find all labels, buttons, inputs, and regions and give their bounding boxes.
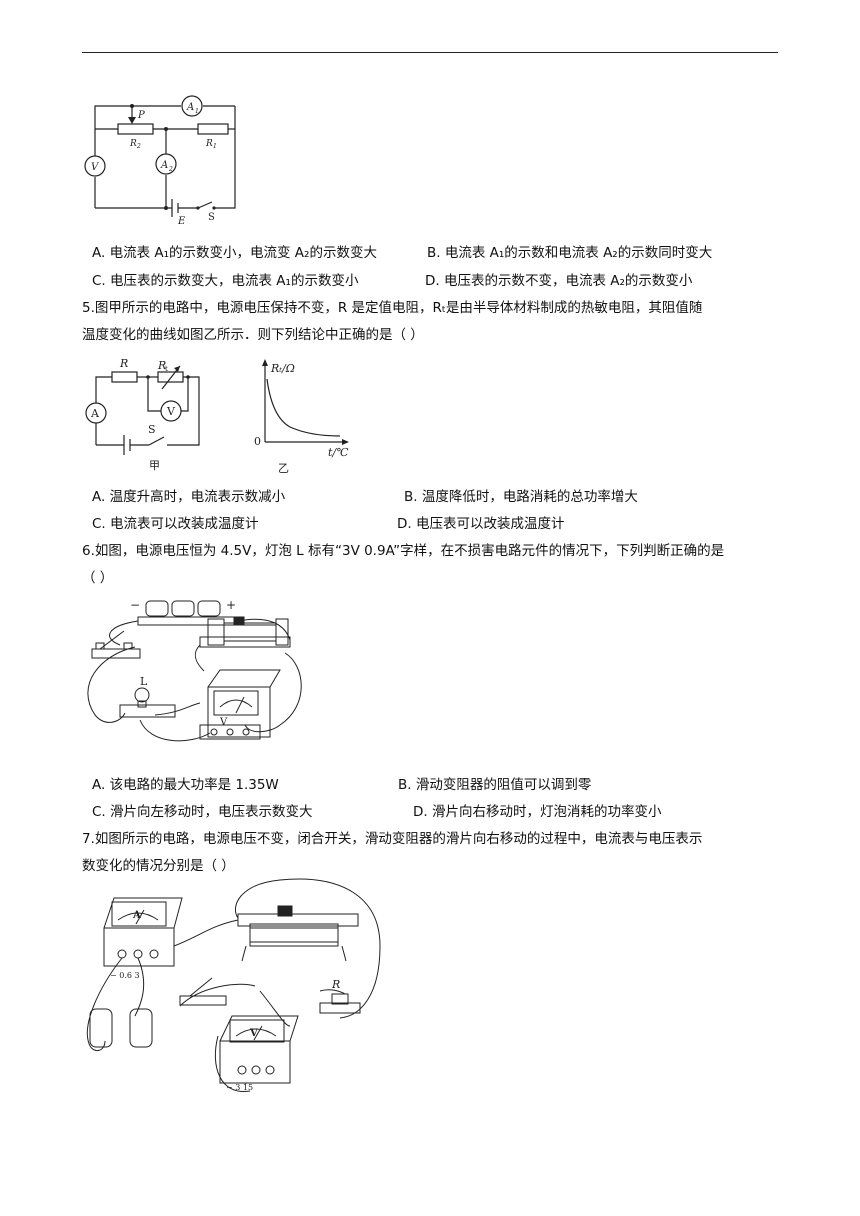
- q5-yi-x-axis-label: t/℃: [328, 446, 349, 459]
- q6-stem-line1: 6.如图，电源电压恒为 4.5V，灯泡 L 标有“3V 0.9A”字样，在不损害…: [82, 543, 725, 559]
- q5-yi-origin-label: 0: [254, 435, 261, 448]
- q4-option-d: D. 电压表的示数不变，电流表 A₂的示数变小: [425, 273, 693, 289]
- q7-resistor-r-label: R: [331, 978, 340, 991]
- q5-jia-rt-sub: t: [165, 365, 168, 373]
- q4-a1-label: A: [186, 102, 194, 113]
- q5-stem-line1: 5.图甲所示的电路中，电源电压保持不变，R 是定值电阻，Rₜ是由半导体材料制成的…: [82, 300, 703, 316]
- q7-stem-line1: 7.如图所示的电路，电源电压不变，闭合开关，滑动变阻器的滑片向右移动的过程中，电…: [82, 831, 703, 847]
- q5-yi-y-axis-label: Rₜ/Ω: [270, 362, 295, 375]
- q7-ammeter-terminals: − 0.6 3: [110, 971, 140, 980]
- q4-a2-sub: 2: [168, 166, 173, 173]
- header-rule: [82, 52, 778, 53]
- q5-jia-switch-label: S: [148, 423, 156, 436]
- q5-jia-ammeter-label: A: [90, 407, 100, 420]
- q6-stem-line2: （ ）: [82, 570, 114, 586]
- q4-battery-e-label: E: [177, 216, 186, 227]
- q7-ammeter-a-label: A: [132, 910, 141, 921]
- q5-option-b: B. 温度降低时，电路消耗的总功率增大: [404, 489, 638, 505]
- q6-option-a: A. 该电路的最大功率是 1.35W: [92, 777, 279, 793]
- q5-jia-caption: 甲: [149, 459, 160, 472]
- q4-switch-s-label: S: [208, 212, 215, 223]
- q6-lamp-l-label: L: [140, 675, 148, 688]
- q5-jia-rt-label: R: [157, 359, 166, 372]
- q4-a1-sub: 1: [195, 108, 199, 115]
- q6-circuit-figure: − + L V: [87, 598, 302, 742]
- q4-r1-sub: 1: [213, 143, 217, 150]
- q6-option-d: D. 滑片向右移动时，灯泡消耗的功率变小: [413, 804, 662, 820]
- q4-circuit-figure: A 1 A 2 V P R 2 R 1 E S: [84, 95, 236, 227]
- q4-r2-label: R: [129, 139, 137, 149]
- q4-option-a: A. 电流表 A₁的示数变小，电流变 A₂的示数变大: [92, 245, 377, 261]
- q6-option-c: C. 滑片向左移动时，电压表示数变大: [92, 804, 313, 820]
- q5-jia-r-label: R: [119, 357, 128, 370]
- q6-battery-plus-label: +: [226, 598, 236, 612]
- q5-option-a: A. 温度升高时，电流表示数减小: [92, 489, 286, 505]
- q5-jia-voltmeter-label: V: [166, 405, 176, 418]
- q7-stem-line2: 数变化的情况分别是（ ）: [82, 858, 235, 874]
- q4-a2-label: A: [160, 160, 168, 171]
- q6-battery-minus-label: −: [130, 598, 140, 612]
- q5-yi-caption: 乙: [278, 462, 289, 475]
- q7-circuit-figure: A − 0.6 3 R V − 3 15: [86, 878, 381, 1092]
- q4-option-c: C. 电压表的示数变大，电流表 A₁的示数变小: [92, 273, 359, 289]
- q4-r2-sub: 2: [136, 143, 141, 150]
- q7-voltmeter-terminals: − 3 15: [226, 1083, 253, 1092]
- q4-slider-p-label: P: [137, 110, 145, 121]
- q5-option-d: D. 电压表可以改装成温度计: [397, 516, 565, 532]
- q6-voltmeter-v-label: V: [219, 717, 228, 728]
- q4-r1-label: R: [205, 139, 213, 149]
- q5-circuit-jia-figure: R R t A V S 甲: [85, 357, 200, 472]
- q7-voltmeter-v-label: V: [249, 1028, 258, 1039]
- q4-option-b: B. 电流表 A₁的示数和电流表 A₂的示数同时变大: [427, 245, 713, 261]
- q4-voltmeter-label: V: [91, 162, 100, 173]
- q5-stem-line2: 温度变化的曲线如图乙所示．则下列结论中正确的是（ ）: [82, 327, 424, 343]
- q5-graph-yi-figure: Rₜ/Ω t/℃ 0 乙: [254, 359, 349, 475]
- q6-option-b: B. 滑动变阻器的阻值可以调到零: [398, 777, 592, 793]
- q5-option-c: C. 电流表可以改装成温度计: [92, 516, 259, 532]
